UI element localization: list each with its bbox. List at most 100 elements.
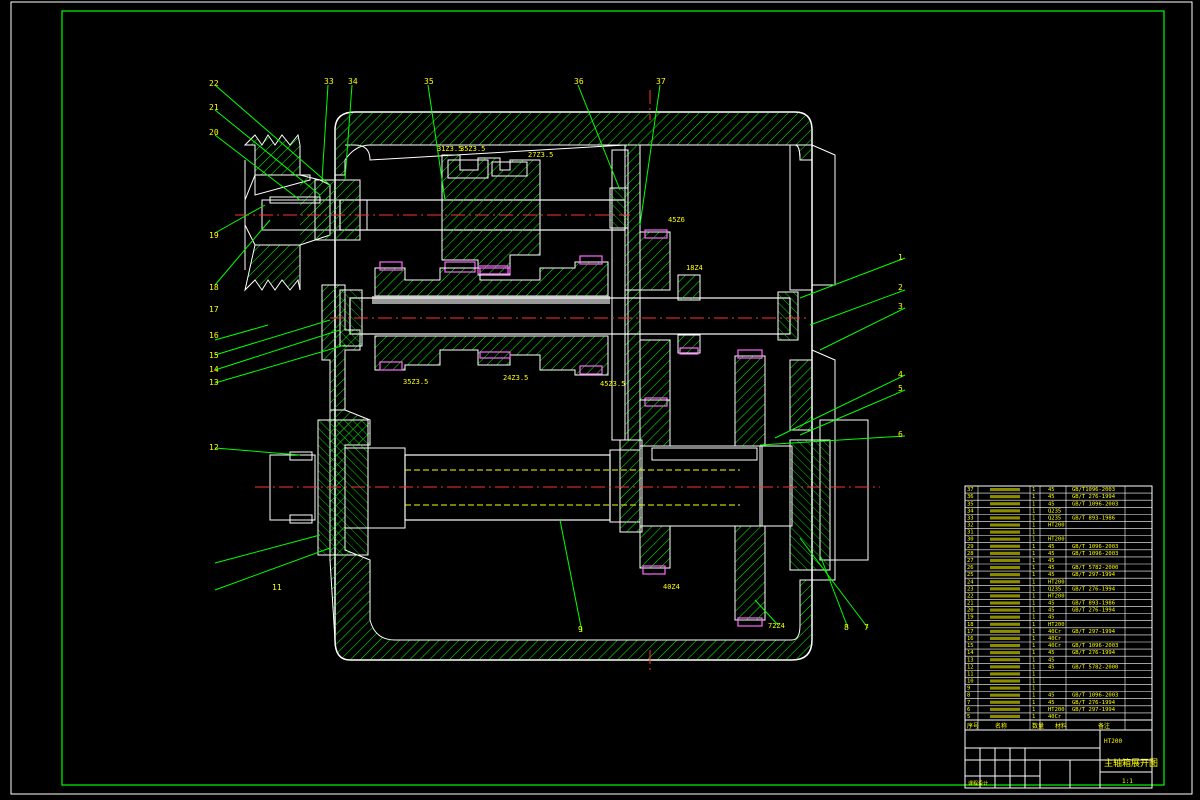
table-cell: 45 bbox=[1048, 608, 1055, 614]
table-name-cell bbox=[990, 700, 1020, 704]
callout-13: 13 bbox=[209, 378, 219, 387]
table-name-cell bbox=[990, 636, 1020, 640]
table-name-cell bbox=[990, 558, 1020, 562]
table-cell: 20 bbox=[967, 608, 974, 614]
table-cell: 1 bbox=[1032, 608, 1035, 614]
table-cell: 45 bbox=[1048, 565, 1055, 571]
table-cell: GB/T 1096-2003 bbox=[1072, 551, 1118, 557]
table-cell: 23 bbox=[967, 586, 974, 592]
table-cell: 18 bbox=[967, 622, 974, 628]
table-cell: 37 bbox=[967, 487, 974, 493]
table-cell: 27 bbox=[967, 558, 974, 564]
table-cell: 45 bbox=[1048, 650, 1055, 656]
table-cell: 1 bbox=[1032, 636, 1035, 642]
table-name-cell bbox=[990, 544, 1020, 548]
leader-lines bbox=[214, 84, 906, 633]
table-cell: GB/T 276-1994 bbox=[1072, 608, 1116, 614]
gear-label: 45Z6 bbox=[668, 216, 685, 224]
table-name-cell bbox=[990, 714, 1020, 718]
table-cell: 45 bbox=[1048, 700, 1055, 706]
table-cell: 1 bbox=[1032, 579, 1035, 585]
table-cell: 45 bbox=[1048, 657, 1055, 663]
table-cell: GB/T 276-1994 bbox=[1072, 650, 1116, 656]
callout-1: 1 bbox=[898, 253, 903, 262]
table-cell: HT200 bbox=[1048, 523, 1065, 529]
table-name-cell bbox=[990, 488, 1020, 492]
table-cell: 25 bbox=[967, 572, 974, 578]
table-cell: GB/T 1096-2003 bbox=[1072, 693, 1118, 699]
gear-labels: 31Z3.5 35Z3.5 27Z3.5 45Z6 18Z4 35Z3.5 24… bbox=[403, 145, 785, 630]
table-name-cell bbox=[990, 509, 1020, 513]
table-cell: 1 bbox=[1032, 707, 1035, 713]
table-cell: GB/T 276-1994 bbox=[1072, 700, 1116, 706]
table-name-cell bbox=[990, 502, 1020, 506]
table-name-cell bbox=[990, 551, 1020, 555]
table-cell: GB/T 1096-2003 bbox=[1072, 544, 1118, 550]
table-cell: 31 bbox=[967, 530, 974, 536]
table-cell: 1 bbox=[1032, 643, 1035, 649]
table-header-cell: 数量 bbox=[1032, 722, 1044, 730]
gear-label: 27Z3.5 bbox=[528, 151, 553, 159]
outer-frame bbox=[10, 1, 1193, 795]
table-name-cell bbox=[990, 573, 1020, 577]
table-name-cell bbox=[990, 523, 1020, 527]
table-cell: GB/T 276-1994 bbox=[1072, 586, 1116, 592]
table-name-cell bbox=[990, 644, 1020, 648]
callout-33: 33 bbox=[324, 77, 334, 86]
callout-numbers: 22 21 20 33 34 35 36 37 19 18 17 16 15 1… bbox=[209, 77, 903, 634]
gear-label: 18Z4 bbox=[686, 264, 703, 272]
table-cell: 28 bbox=[967, 551, 974, 557]
table-cell: 45 bbox=[1048, 558, 1055, 564]
table-cell: 6 bbox=[967, 707, 970, 713]
table-cell: GB/T 297-1994 bbox=[1072, 707, 1116, 713]
title-block: 主轴箱展开图 HT200 1:1 课程设计 bbox=[964, 729, 1158, 789]
shaft-2 bbox=[339, 229, 799, 407]
table-cell: 1 bbox=[1032, 530, 1035, 536]
table-cell: 1 bbox=[1032, 487, 1035, 493]
gear-label: 35Z3.5 bbox=[460, 145, 485, 153]
title-material: HT200 bbox=[1104, 738, 1122, 745]
table-cell: Q235 bbox=[1048, 508, 1061, 514]
table-cell: Q235 bbox=[1048, 515, 1061, 521]
callout-16: 16 bbox=[209, 331, 219, 340]
table-cell: 32 bbox=[967, 523, 974, 529]
table-header-cell: 材料 bbox=[1055, 722, 1067, 730]
callout-36: 36 bbox=[574, 77, 584, 86]
table-cell: GB/T 5782-2000 bbox=[1072, 565, 1118, 571]
table-cell: 45 bbox=[1048, 615, 1055, 621]
table-cell: 1 bbox=[1032, 586, 1035, 592]
callout-7: 7 bbox=[864, 623, 869, 632]
table-cell: 40Cr bbox=[1048, 714, 1062, 720]
table-cell: HT200 bbox=[1048, 622, 1065, 628]
table-cell: 1 bbox=[1032, 501, 1035, 507]
callout-21: 21 bbox=[209, 103, 219, 112]
table-cell: 35 bbox=[967, 501, 974, 507]
table-cell: 45 bbox=[1048, 572, 1055, 578]
table-name-cell bbox=[990, 658, 1020, 662]
callout-22: 22 bbox=[209, 79, 219, 88]
table-cell: 15 bbox=[967, 643, 974, 649]
table-header-cell: 备注 bbox=[1098, 722, 1110, 730]
table-cell: 1 bbox=[1032, 671, 1035, 677]
table-name-cell bbox=[990, 693, 1020, 697]
table-cell: 45 bbox=[1048, 601, 1055, 607]
table-cell: 40Cr bbox=[1048, 629, 1062, 635]
table-cell: 12 bbox=[967, 664, 974, 670]
table-cell: 1 bbox=[1032, 664, 1035, 670]
table-cell: 1 bbox=[1032, 565, 1035, 571]
table-name-cell bbox=[990, 622, 1020, 626]
table-cell: 21 bbox=[967, 601, 974, 607]
callout-6: 6 bbox=[898, 430, 903, 439]
table-cell: 1 bbox=[1032, 508, 1035, 514]
table-cell: 19 bbox=[967, 615, 974, 621]
callout-15: 15 bbox=[209, 351, 219, 360]
table-name-cell bbox=[990, 686, 1020, 690]
table-cell: 11 bbox=[967, 671, 974, 677]
table-cell: 40Cr bbox=[1048, 643, 1062, 649]
table-cell: 24 bbox=[967, 579, 974, 585]
table-cell: 1 bbox=[1032, 615, 1035, 621]
table-cell: 1 bbox=[1032, 657, 1035, 663]
table-cell: 29 bbox=[967, 544, 974, 550]
table-cell: 1 bbox=[1032, 679, 1035, 685]
